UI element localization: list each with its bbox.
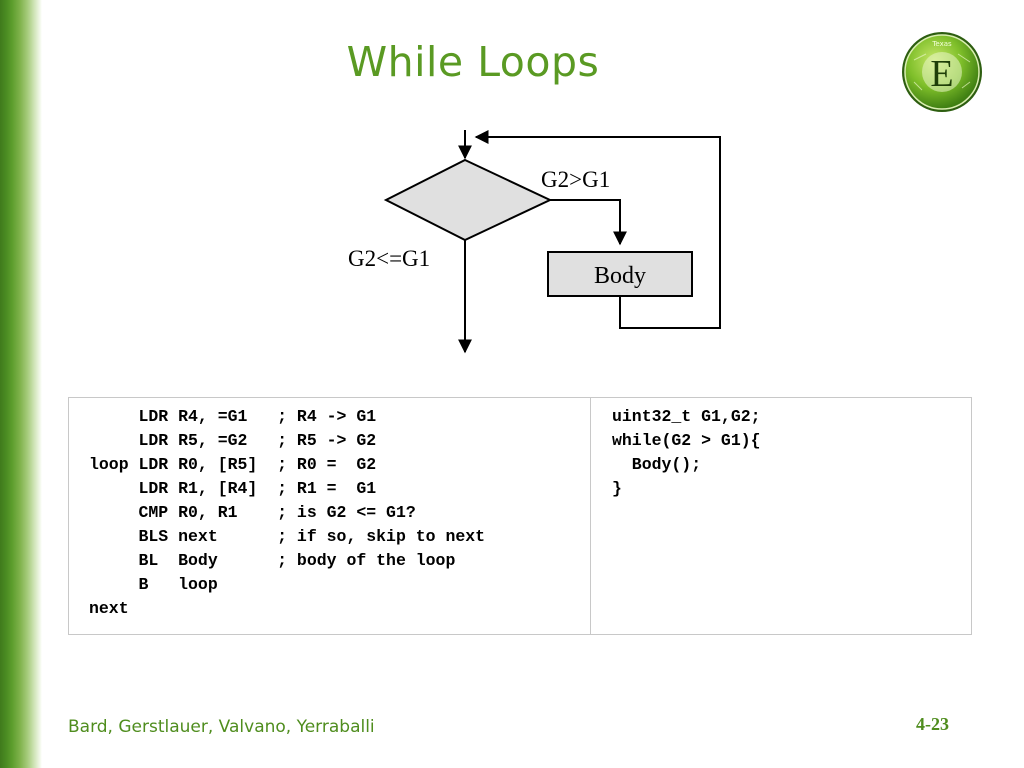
assembly-line: next xyxy=(89,599,129,618)
logo-badge-text: Texas xyxy=(931,40,952,48)
assembly-line: LDR R4, =G1 ; R4 -> G1 xyxy=(89,407,377,426)
page-number: 4-23 xyxy=(916,714,949,734)
assembly-line: CMP R0, R1 ; is G2 <= G1? xyxy=(89,503,416,522)
c-code-line: Body(); xyxy=(612,455,702,474)
while-loop-flowchart: Body G2>G1 G2<=G1 xyxy=(348,130,721,354)
true-condition-label: G2>G1 xyxy=(541,167,610,192)
code-panel: LDR R4, =G1 ; R4 -> G1 LDR R5, =G2 ; R5 … xyxy=(68,397,972,635)
false-condition-label: G2<=G1 xyxy=(348,246,430,271)
assembly-line: LDR R1, [R4] ; R1 = G1 xyxy=(89,479,377,498)
body-box xyxy=(547,251,693,297)
assembly-line: BL Body ; body of the loop xyxy=(89,551,456,570)
assembly-code-block: LDR R4, =G1 ; R4 -> G1 LDR R5, =G2 ; R5 … xyxy=(69,398,591,634)
c-code-line: while(G2 > G1){ xyxy=(612,431,761,450)
assembly-line: B loop xyxy=(89,575,218,594)
decision-diamond xyxy=(383,158,553,242)
texas-embedded-logo-icon: Texas E xyxy=(902,32,982,112)
assembly-line: loop LDR R0, [R5] ; R0 = G2 xyxy=(89,455,377,474)
slide-title: While Loops xyxy=(346,38,600,86)
c-code-line: } xyxy=(612,479,622,498)
logo-letter: E xyxy=(930,53,953,95)
footer-authors: Bard, Gerstlauer, Valvano, Yerraballi xyxy=(68,717,375,737)
c-code-block: uint32_t G1,G2; while(G2 > G1){ Body(); … xyxy=(591,398,971,634)
left-accent-bar xyxy=(0,0,42,768)
true-branch-arrow xyxy=(550,199,627,246)
loop-back-arrow xyxy=(474,130,721,329)
assembly-line: BLS next ; if so, skip to next xyxy=(89,527,486,546)
c-code-line: uint32_t G1,G2; xyxy=(612,407,761,426)
body-label: Body xyxy=(594,263,646,289)
assembly-line: LDR R5, =G2 ; R5 -> G2 xyxy=(89,431,377,450)
